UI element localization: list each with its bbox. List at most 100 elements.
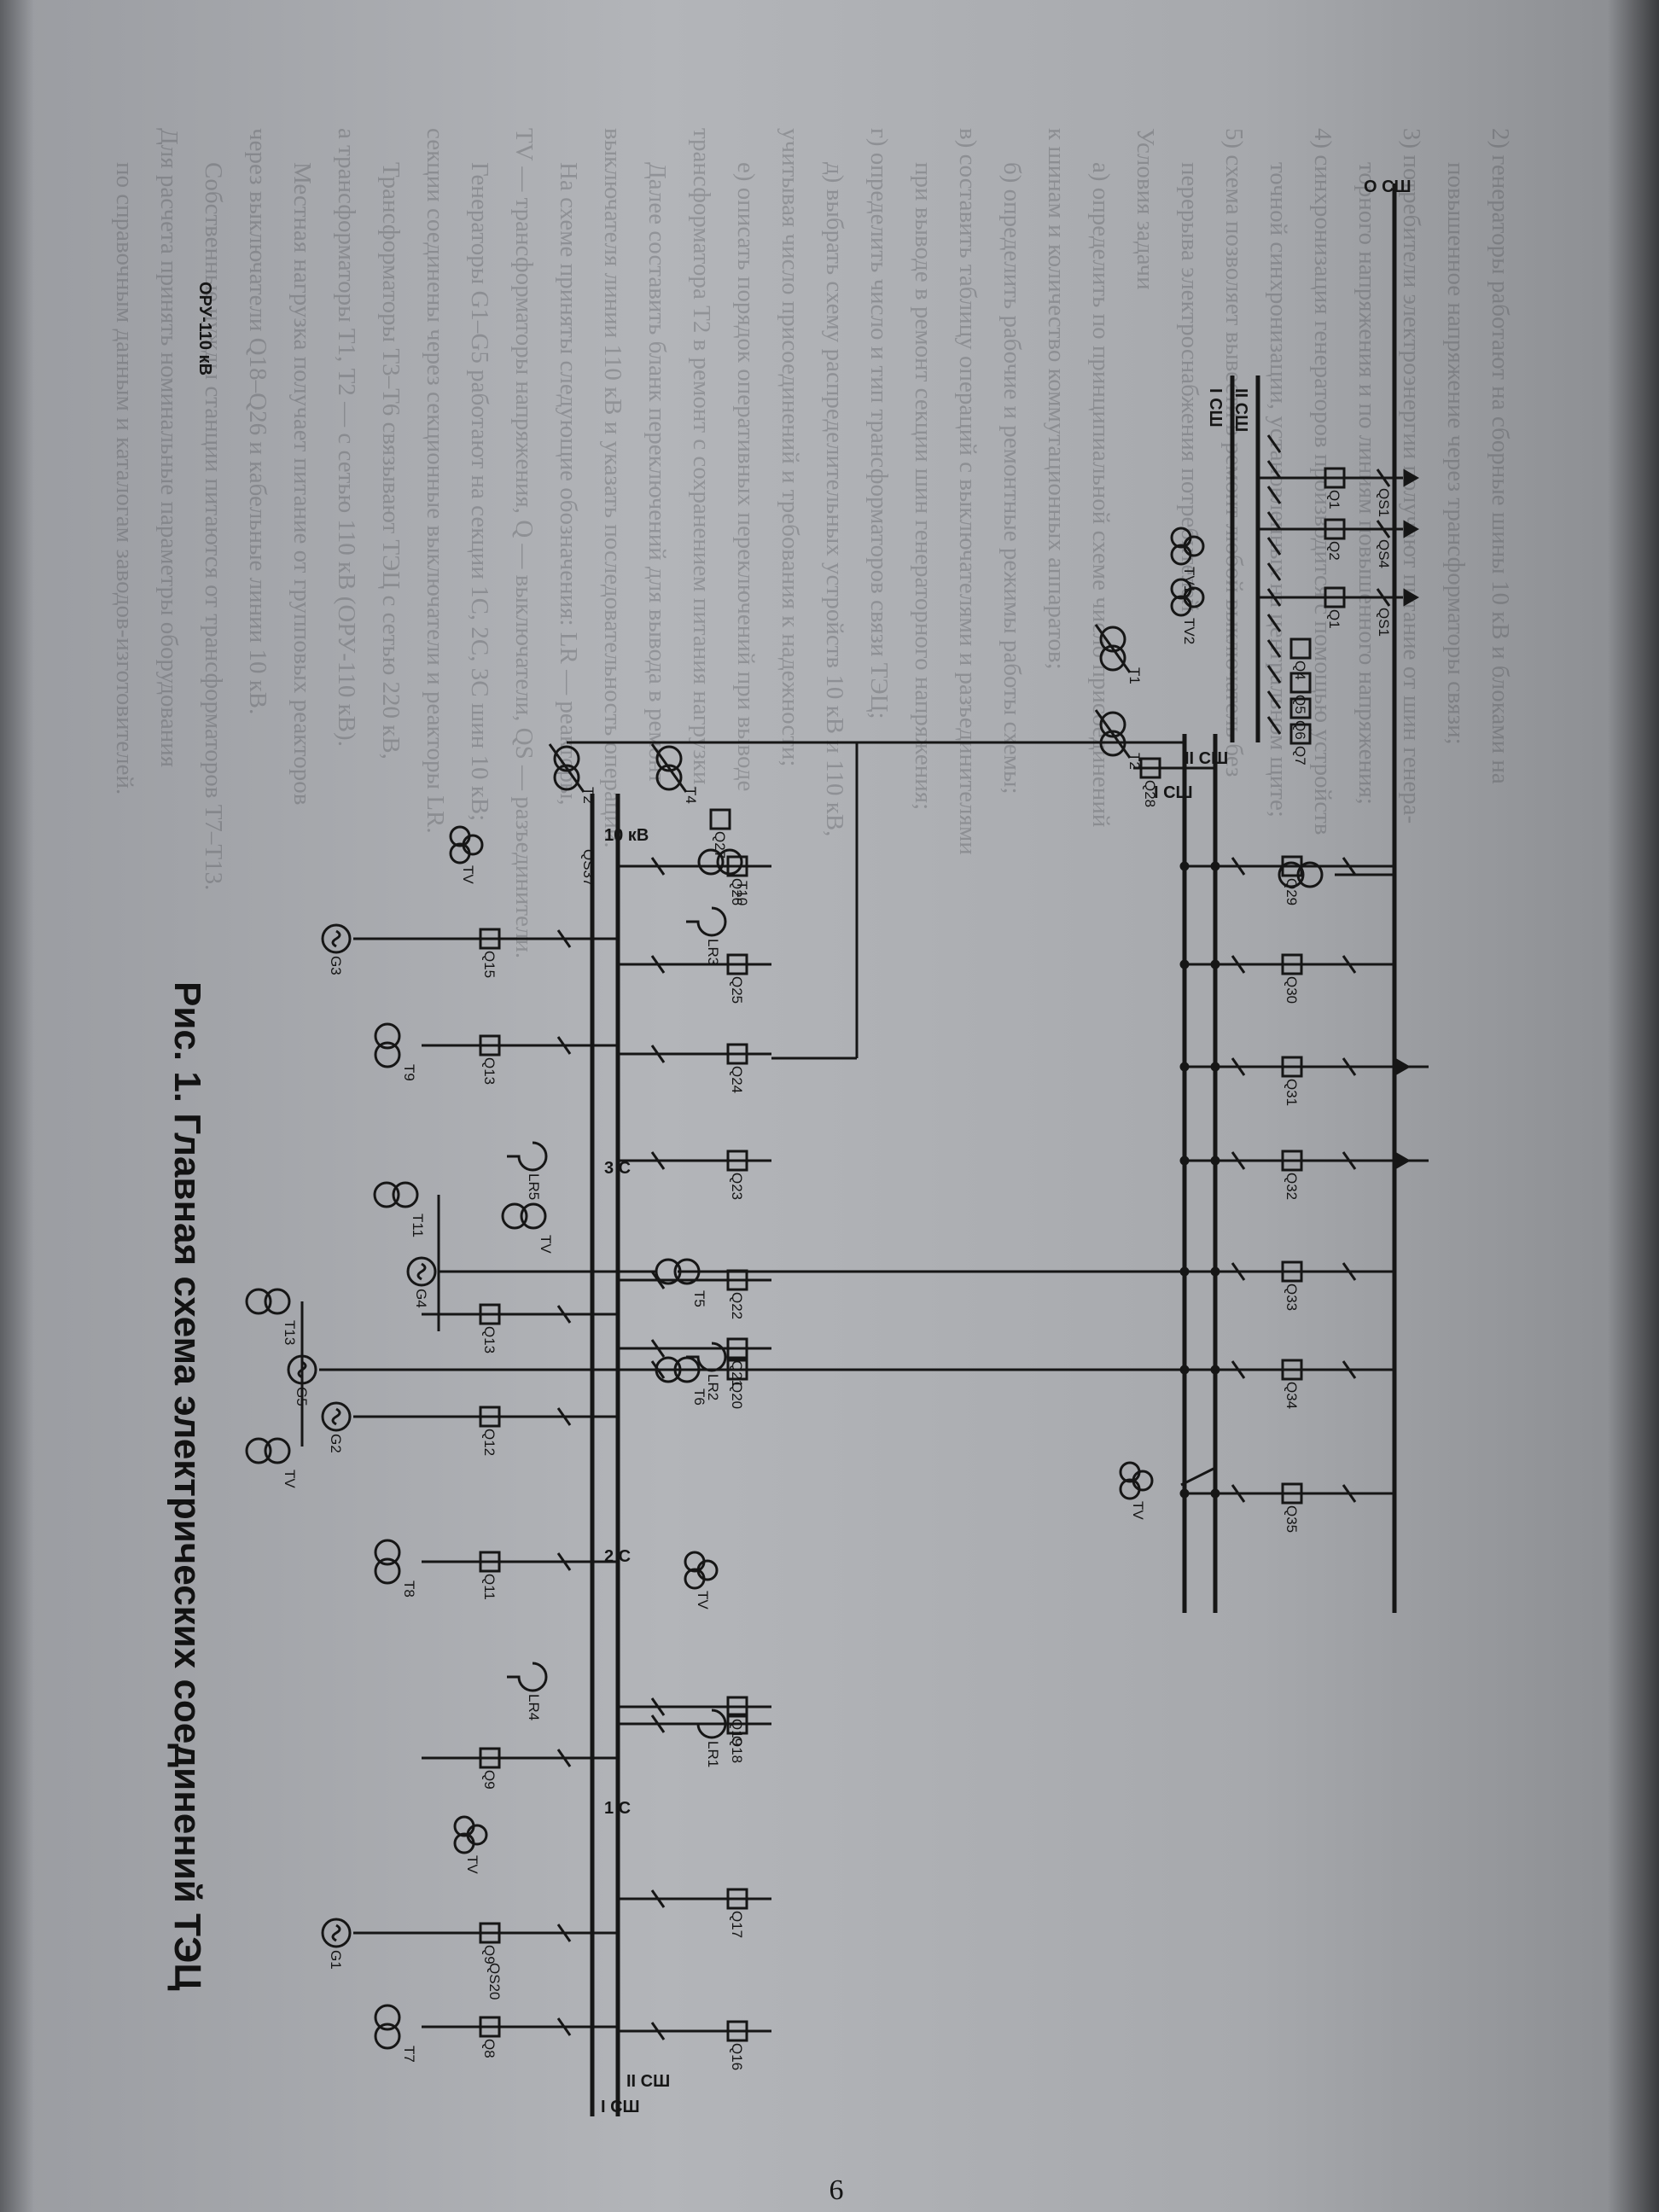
voltage-transformer-label: TV1 [1181, 567, 1197, 593]
transformer-label: T13 [282, 1320, 298, 1345]
disconnector-symbol [650, 2022, 666, 2040]
bus-junction [1210, 959, 1220, 969]
disconnector-symbol [650, 1697, 666, 1716]
disconnector-symbol [1342, 1057, 1357, 1076]
page-number: 6 [829, 2174, 844, 2206]
breaker-label: Q6 [1292, 720, 1308, 740]
disconnector-symbol [1376, 469, 1391, 487]
breaker-label: Q29 [1284, 878, 1300, 905]
transformer-winding [1278, 861, 1305, 888]
breaker-label: Q4 [1292, 661, 1308, 680]
circuit-breaker-symbol [1324, 518, 1346, 540]
voltage-transformer-winding [696, 1559, 719, 1581]
breaker-label: Q9 [481, 1770, 498, 1790]
circuit-breaker-symbol [1324, 467, 1346, 489]
circuit-breaker-symbol [1289, 723, 1312, 745]
disconnector-symbol [1231, 857, 1246, 876]
breaker-label: Q1 [1326, 490, 1342, 509]
reactor-symbol [686, 1708, 727, 1739]
transformer-winding [655, 1258, 682, 1285]
bus-junction [1179, 1488, 1190, 1499]
voltage-transformer-label: TV [464, 1855, 480, 1874]
circuit-breaker-symbol [479, 1406, 501, 1428]
busbar-label: I СШ [1154, 783, 1193, 802]
transformer-winding [373, 1181, 400, 1208]
circuit-breaker-symbol [726, 1888, 748, 1910]
transformer-winding [553, 764, 580, 791]
circuit-breaker-symbol [726, 1359, 748, 1381]
disconnector-symbol [1231, 1360, 1246, 1379]
transformer-winding [1099, 644, 1126, 672]
transformer-label: TV [538, 1235, 554, 1254]
transformer-winding [374, 1041, 401, 1068]
bus-junction [1210, 861, 1220, 871]
breaker-label: Q20 [729, 1382, 745, 1409]
reactor-symbol [507, 1141, 548, 1172]
disconnector-symbol [650, 1339, 666, 1358]
breaker-label: Q19 [729, 1719, 745, 1746]
circuit-breaker-symbol [1289, 637, 1312, 660]
generator-symbol [321, 1918, 352, 1948]
transformer-winding [697, 848, 725, 876]
generator-sine [416, 1262, 427, 1281]
busbar-label: II СШ [1231, 388, 1250, 432]
transformer-winding [1099, 711, 1126, 738]
busbar-label: О СШ [1364, 178, 1412, 196]
disconnector-symbol [1342, 1262, 1357, 1281]
outgoing-line-arrow [1403, 588, 1420, 607]
transformer-winding [655, 764, 683, 791]
breaker-label: Q21 [729, 1360, 745, 1388]
disconnector-symbol [1266, 639, 1282, 658]
reactor-label: LR1 [705, 1741, 721, 1767]
disconnector-symbol [650, 1360, 666, 1379]
transformer-label: T10 [734, 881, 750, 905]
reactor-label: LR2 [705, 1374, 721, 1400]
bus-junction [1179, 959, 1190, 969]
disconnector-label: QS4 [1376, 539, 1392, 568]
disconnector-symbol [1342, 1484, 1357, 1503]
transformer-winding [1099, 626, 1126, 653]
outgoing-line-arrow [1403, 520, 1420, 538]
disconnector-symbol [1266, 460, 1282, 479]
bus-junction [1179, 1155, 1190, 1166]
tap-changer-arrow [548, 743, 585, 793]
page-edge-shadow [0, 0, 34, 2212]
bus-junction [1210, 1155, 1220, 1166]
generator-label: G4 [413, 1289, 429, 1308]
disconnector-symbol [556, 1749, 572, 1767]
disconnector-symbol [1266, 614, 1282, 632]
circuit-breaker-symbol [479, 1747, 501, 1769]
disconnector-label: QS37 [580, 849, 597, 886]
disconnector-symbol [650, 1889, 666, 1908]
voltage-transformer-label: TV [695, 1591, 711, 1610]
circuit-breaker-symbol [1324, 586, 1346, 608]
breaker-label: Q13 [481, 1057, 498, 1085]
tv-drop [1180, 1466, 1216, 1487]
transformer-winding [374, 1022, 401, 1050]
breaker-label: Q12 [481, 1429, 498, 1456]
disconnector-symbol [1376, 520, 1391, 538]
voltage-transformer-winding [466, 1824, 488, 1846]
disconnector-symbol [1342, 1151, 1357, 1170]
bus-junction [1179, 861, 1190, 871]
circuit-breaker-symbol [726, 1150, 748, 1172]
transformer-label: T6 [691, 1388, 707, 1406]
transformer-winding [264, 1288, 291, 1315]
reactor-symbol [686, 1342, 727, 1372]
circuit-breaker-symbol [479, 1922, 501, 1944]
circuit-breaker-symbol [479, 1551, 501, 1573]
generator-label: G2 [328, 1434, 344, 1453]
generator-symbol [406, 1256, 437, 1287]
breaker-label: Q1 [1326, 609, 1342, 629]
transformer-label: T4 [683, 787, 699, 804]
generator-symbol [321, 1401, 352, 1432]
transformer-winding [655, 745, 683, 772]
reactor-label: LR4 [526, 1694, 542, 1720]
transformer-winding [374, 2023, 401, 2050]
disconnector-symbol [1231, 1151, 1246, 1170]
disconnector-symbol [1376, 588, 1391, 607]
reactor-label: LR5 [526, 1173, 542, 1200]
disconnector-symbol [556, 1305, 572, 1324]
